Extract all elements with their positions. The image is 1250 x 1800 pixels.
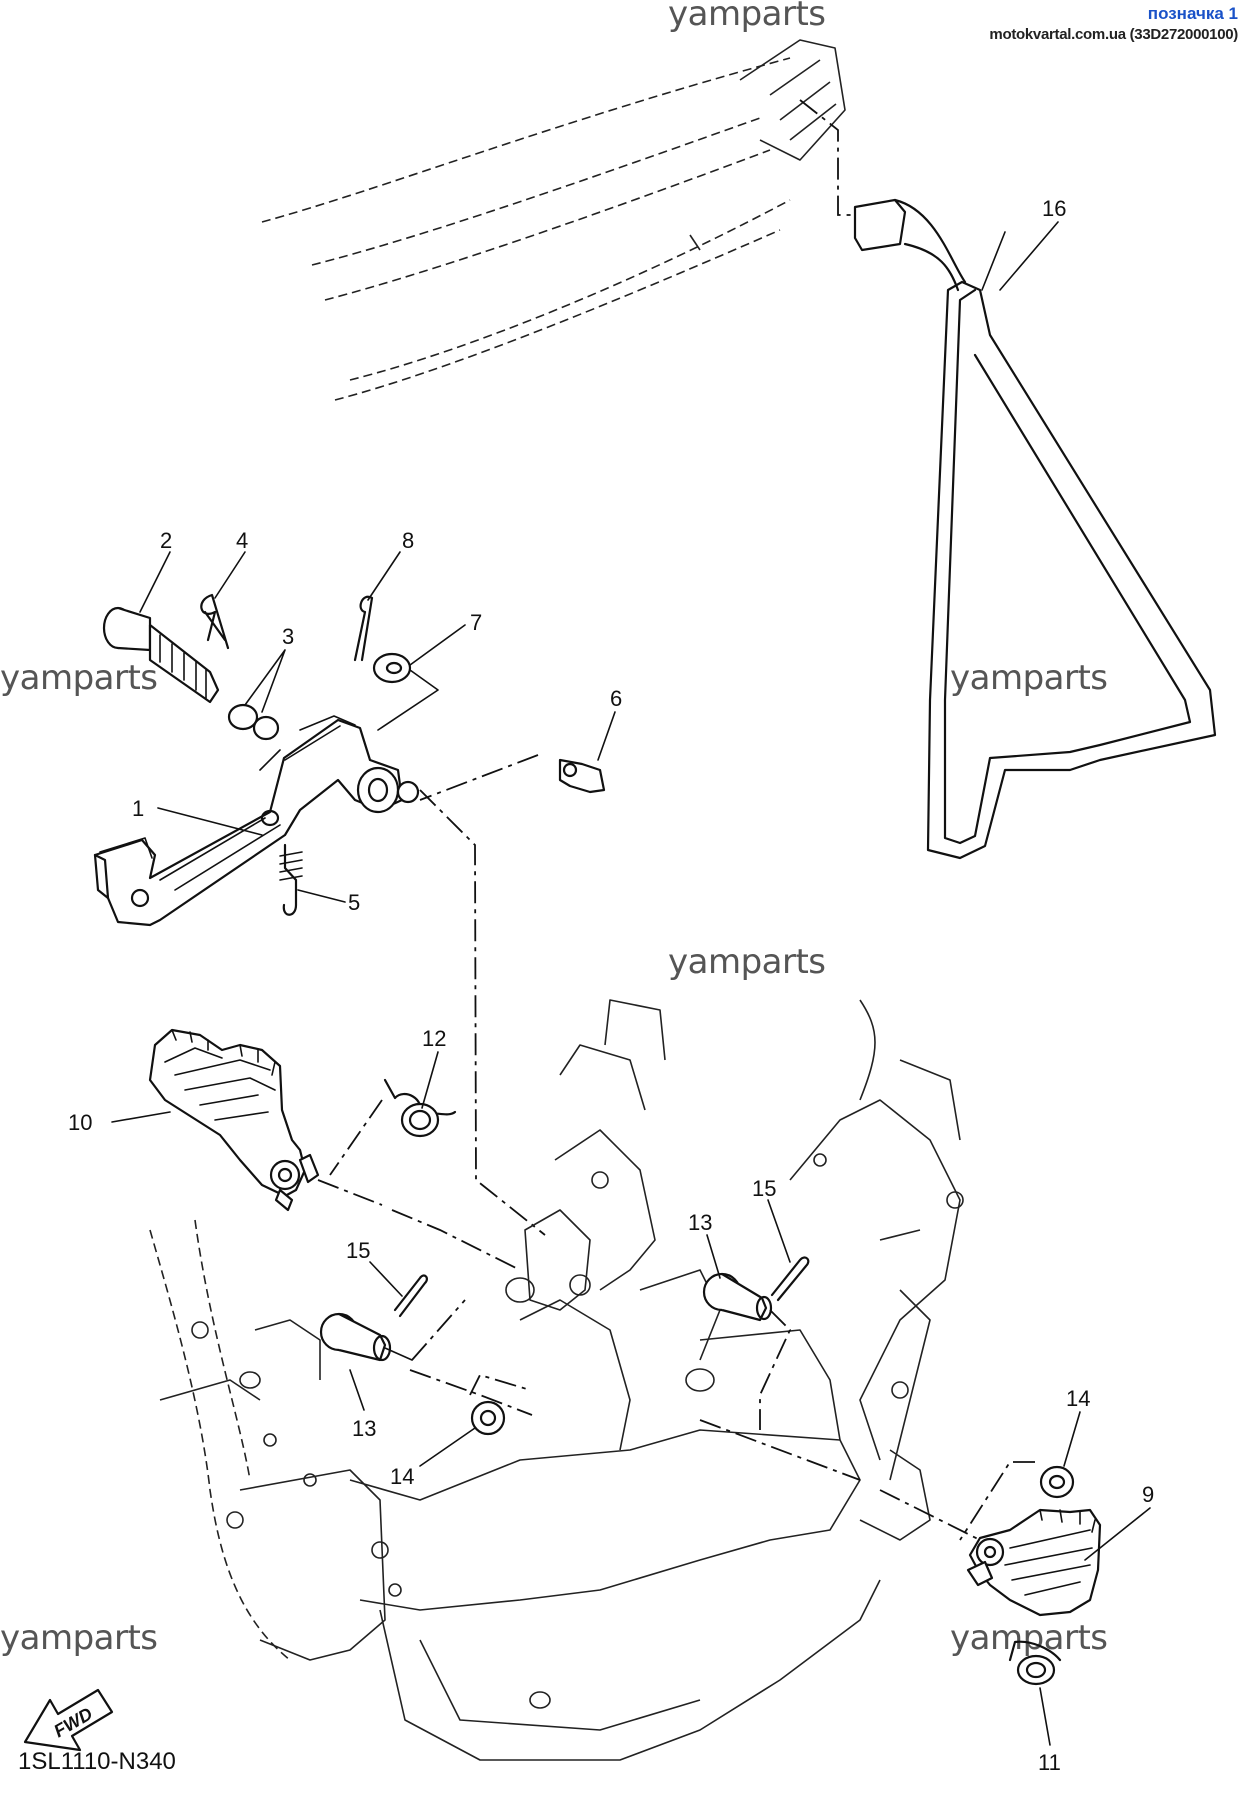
part-15-pin-left: [393, 1274, 428, 1318]
watermark: yamparts: [0, 658, 158, 698]
part-1-brake-pedal: [93, 715, 420, 927]
part-11-spring: [1008, 1640, 1062, 1686]
part-14-washer-right: [959, 1461, 1075, 1541]
header-source: motokvartal.com.ua (33D272000100): [989, 26, 1238, 43]
part-12-spring: [329, 1078, 457, 1176]
lower-frame-drawing: [149, 999, 964, 1761]
part-9-footrest-right: [699, 1419, 1102, 1617]
callout-13: 13: [688, 1210, 712, 1235]
part-3-orings: [227, 703, 280, 741]
part-13-pin-left: [319, 1299, 466, 1362]
callout-8: 8: [402, 528, 414, 553]
callout-13: 13: [352, 1416, 376, 1441]
part-10-footrest-left: [148, 1028, 521, 1271]
callout-14: 14: [1066, 1386, 1090, 1411]
callout-12: 12: [422, 1026, 446, 1051]
watermark: yamparts: [950, 1618, 1108, 1658]
watermark: yamparts: [668, 0, 826, 34]
diagram-code: 1SL1110-N340: [18, 1748, 176, 1775]
part-13-pin-right: [702, 1272, 792, 1430]
callout-4: 4: [236, 528, 248, 553]
callout-5: 5: [348, 890, 360, 915]
callout-14: 14: [390, 1464, 414, 1489]
header-title: позначка 1: [1147, 4, 1238, 23]
callout-2: 2: [160, 528, 172, 553]
part-8-cotter-pin: [353, 595, 374, 662]
part-15-pin-right: [770, 1256, 810, 1302]
part-14-washer-left: [409, 1369, 533, 1436]
part-16-stand: [799, 99, 1217, 860]
callout-15: 15: [752, 1176, 776, 1201]
callout-labels: 2 4 3 8 7 6 1 5 16 12 10 15 13 14 13 15 …: [68, 196, 1154, 1775]
callout-11: 11: [1038, 1750, 1061, 1775]
callout-10: 10: [68, 1110, 92, 1135]
callout-15: 15: [346, 1238, 370, 1263]
part-6-clevis-pin: [419, 754, 606, 801]
watermark: yamparts: [0, 1618, 158, 1658]
part-2-pivot-bolt: [102, 606, 220, 704]
rear-frame-drawing: [261, 39, 846, 401]
callout-16: 16: [1042, 196, 1066, 221]
part-7-washer: [372, 652, 412, 684]
callout-6: 6: [610, 686, 622, 711]
callout-7: 7: [470, 610, 482, 635]
callout-9: 9: [1142, 1482, 1154, 1507]
callout-3: 3: [282, 624, 294, 649]
part-4-clip: [200, 593, 230, 650]
watermark: yamparts: [950, 658, 1108, 698]
callout-1: 1: [132, 796, 144, 821]
fwd-arrow-icon: FWD: [23, 1688, 114, 1752]
part-5-spring: [279, 843, 303, 916]
leader-lines: [111, 221, 1151, 1746]
watermark: yamparts: [668, 942, 826, 982]
